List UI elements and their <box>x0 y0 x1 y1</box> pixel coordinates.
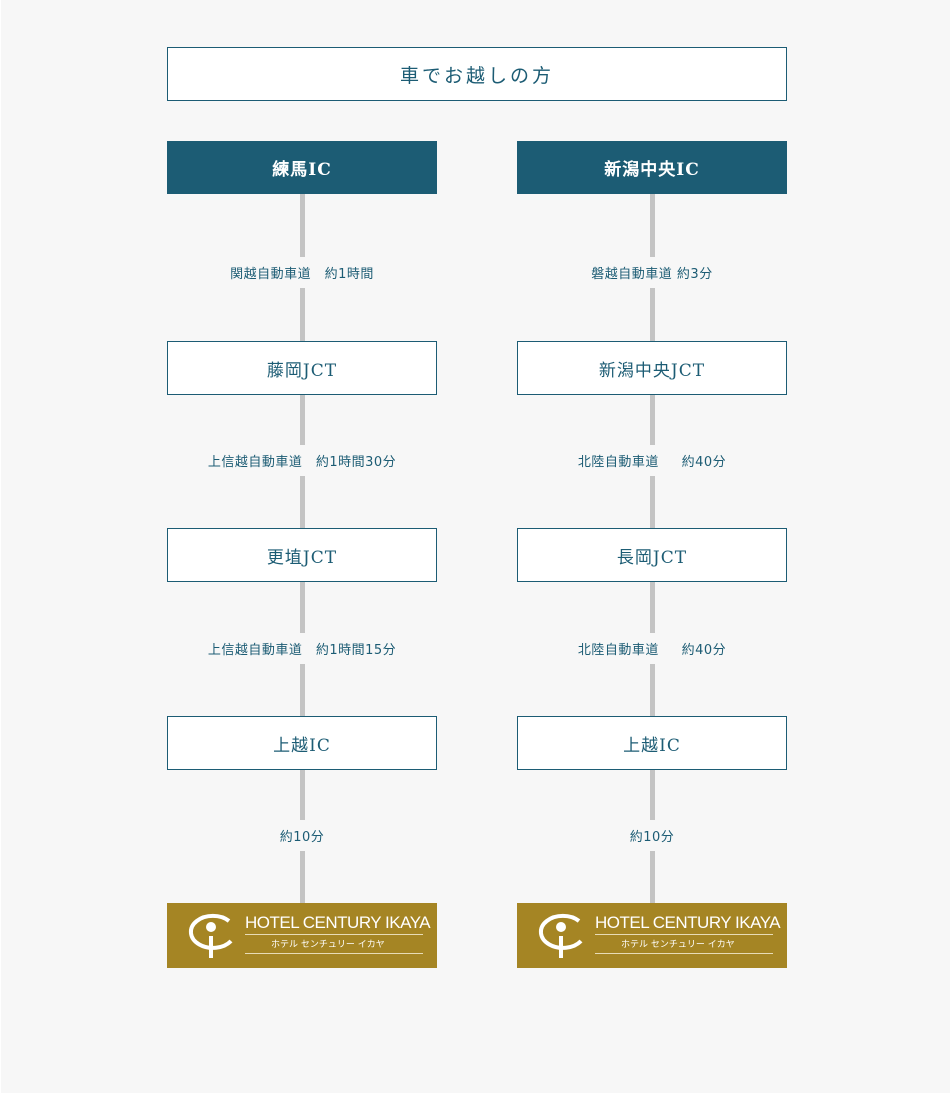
start-node: 練馬IC <box>167 141 437 194</box>
route-segment: 磐越自動車道 約3分 <box>517 257 787 288</box>
start-node: 新潟中央IC <box>517 141 787 194</box>
page-title: 車でお越しの方 <box>167 47 787 101</box>
route-segment: 約10分 <box>517 820 787 851</box>
route-segment: 関越自動車道 約1時間 <box>167 257 437 288</box>
hotel-logo: HOTEL CENTURY IKAYA ホテル センチュリー イカヤ <box>517 903 787 968</box>
route-segment: 北陸自動車道 約40分 <box>517 445 787 476</box>
hotel-logo-icon <box>188 913 233 958</box>
route-segment: 上信越自動車道 約1時間15分 <box>167 633 437 664</box>
route-segment: 上信越自動車道 約1時間30分 <box>167 445 437 476</box>
route-node: 更埴JCT <box>167 528 437 582</box>
route-node: 上越IC <box>167 716 437 770</box>
route-nerima: 練馬IC 関越自動車道 約1時間 藤岡JCT 上信越自動車道 約1時間30分 更… <box>167 141 437 968</box>
hotel-logo-icon <box>538 913 583 958</box>
route-segment: 北陸自動車道 約40分 <box>517 633 787 664</box>
route-node: 上越IC <box>517 716 787 770</box>
route-node: 長岡JCT <box>517 528 787 582</box>
route-niigata: 新潟中央IC 磐越自動車道 約3分 新潟中央JCT 北陸自動車道 約40分 長岡… <box>517 141 787 968</box>
route-segment: 約10分 <box>167 820 437 851</box>
hotel-logo: HOTEL CENTURY IKAYA ホテル センチュリー イカヤ <box>167 903 437 968</box>
route-node: 藤岡JCT <box>167 341 437 395</box>
route-node: 新潟中央JCT <box>517 341 787 395</box>
